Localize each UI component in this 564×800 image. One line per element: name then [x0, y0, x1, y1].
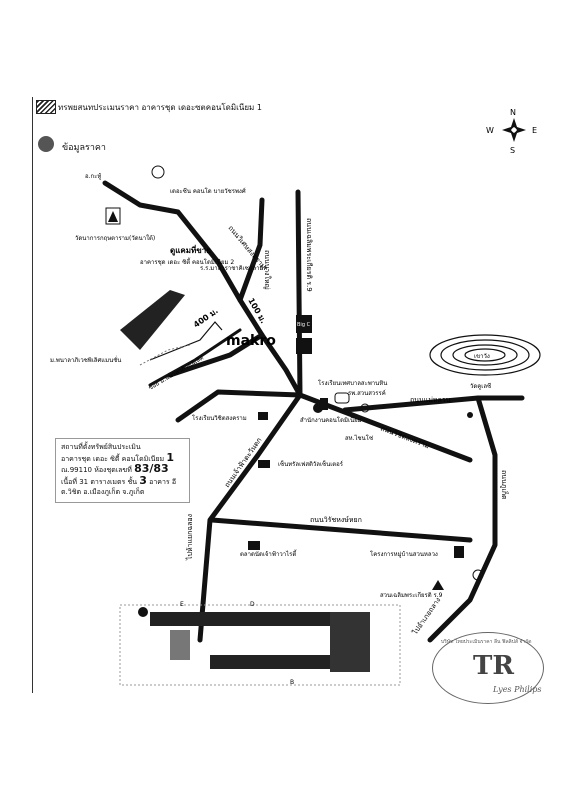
info-unit-number: 83/83	[134, 462, 169, 475]
info-line-4-text: เนื้อที่ 31 ตารางเมตร ชั้น	[61, 477, 138, 486]
soi-road	[148, 328, 242, 387]
section-label: ข้อมูลราคา	[62, 143, 106, 153]
info-line-5: ต.วิชิต อ.เมืองภูเก็ต จ.ภูเก็ต	[61, 488, 145, 496]
seal-logo: TR	[473, 651, 514, 681]
info-building-number: 1	[166, 450, 175, 464]
road-label-phuket: ถนนภูเก็ต	[500, 470, 509, 500]
place-market: ตลาดนัดเจ้าฟ้าวาไรตี้	[240, 548, 297, 558]
place-center: เซ็นทรัลเฟสติวัลเซ็นเตอร์	[278, 459, 344, 468]
village-outline	[139, 344, 191, 366]
place-wat: วัดคูเลซี	[470, 382, 491, 390]
seal-signature: Lyes Philips	[493, 685, 542, 694]
place-comparable-detail: อาคารชุด เดอะ ซิตี้ คอนโดมิเนียม 2	[140, 256, 234, 266]
road-network	[102, 180, 525, 643]
place-soi: ซอย ม.พนาลาภิวชพิเลิศ	[148, 354, 206, 391]
legend-title: ทรพยสนทประเมนราคา อาคารชุด เดอะซตคอนโดมิ…	[58, 103, 262, 112]
hospital-icon	[334, 392, 350, 404]
place-hospital: รพ.สวนสวรรค์	[348, 389, 386, 397]
road-thepkrasattri	[102, 180, 303, 398]
place-makro: makro	[226, 333, 276, 349]
road-label-to-chalong: ไปห้าแยกฉลอง	[185, 514, 194, 561]
road-label-ched-ma: ถนนเฉลิมพระเกียรติ ร.9	[305, 218, 313, 292]
project-icon	[454, 546, 464, 558]
compass-icon: N S E W	[486, 108, 537, 155]
temple-icon	[105, 207, 121, 225]
place-coop: สห.ไชนโซ่	[345, 434, 373, 442]
road-cross-segment	[175, 389, 303, 423]
comparable-building-block	[120, 290, 185, 350]
market-icon	[248, 541, 260, 550]
info-line-2-text: อาคารชุด เดอะ ซิตี้ คอนโดมิเนียม	[61, 454, 165, 463]
subject-building-icon	[320, 398, 328, 410]
seal-company: บริษัท ไทยประเมินราคา ลีน ฟิลลิปส์ จำกัด	[441, 639, 532, 645]
site-label-d: D	[250, 601, 255, 608]
place-mountain: เขาวัง	[474, 353, 490, 360]
tree-icon	[432, 580, 444, 590]
store-icon	[296, 338, 312, 354]
place-project: โครงการหมู่บ้านสวนหลวง	[370, 550, 438, 558]
school-icon	[258, 412, 268, 420]
place-factory: ร.ร.มาลาราชาคิเซสลามิค	[200, 265, 267, 272]
road-vichit-nok	[209, 517, 473, 543]
compass-s: S	[510, 146, 515, 155]
subject-info-box: สถานที่ตั้งทรัพย์สินประเมิน อาคารชุด เดอ…	[55, 438, 190, 503]
place-subject: สำนักงานคอนโดมิเนียม	[300, 416, 362, 424]
road-label-mae-luan: ถนนแม่หลวน	[410, 396, 451, 404]
site-plan: E D B	[119, 601, 401, 686]
info-line-2: อาคารชุด เดอะ ซิตี้ คอนโดมิเนียม 1	[61, 450, 184, 465]
info-line-3-text: ณ.99110 ห้องชุดเลขที่	[61, 466, 132, 474]
road-bangyai	[237, 197, 265, 303]
condo-marker-icon	[151, 165, 165, 179]
company-seal: บริษัท ไทยประเมินราคา ลีน ฟิลลิปส์ จำกัด…	[432, 632, 544, 704]
road-phang-nga	[197, 392, 303, 643]
info-line-3: ณ.99110 ห้องชุดเลขที่ 83/83	[61, 462, 184, 476]
road-label-bangyai: ถนนบางใหญ่	[263, 250, 272, 290]
document-frame	[32, 97, 543, 693]
road-label-phang-nga: ถนนเจ้าฟ้าตะวันตก	[223, 436, 263, 489]
info-line-4: เนื้อที่ 31 ตารางเมตร ชั้น 3 อาคาร อี	[61, 473, 184, 488]
place-wat-kathu: วัดนาการกฤษตาราม(วัดนาใต้)	[75, 234, 155, 242]
mountain-contour-icon	[429, 334, 541, 376]
road-wichit-songkhram	[297, 392, 473, 463]
road-east-segment	[167, 332, 265, 378]
center-icon	[258, 460, 270, 468]
road-ched-ma	[295, 189, 303, 398]
comparable-path	[149, 321, 223, 361]
site-label-b: B	[290, 679, 294, 686]
park-star-icon	[472, 569, 484, 581]
compass-e: E	[532, 126, 537, 135]
place-park: สวนเฉลิมพระเกียรติ ร.9	[380, 591, 443, 599]
info-floor-number: 3	[139, 473, 147, 487]
info-line-1: สถานที่ตั้งทรัพย์สินประเมิน	[61, 443, 141, 451]
big-c-icon	[296, 315, 312, 333]
place-the-sin-condo: เดอะซีน คอนโด บายวัชรพงศ์	[170, 187, 246, 195]
info-line-4-suffix: อาคาร อี	[149, 477, 177, 486]
place-kathu: อ.กะทู้	[85, 173, 101, 180]
place-comparable-label: ดูแคมที่ขาย	[170, 244, 211, 256]
road-label-vichit-nok: ถนนวิรัชหงษ์หยก	[310, 516, 362, 524]
distance-400: 400 ม.	[192, 306, 220, 329]
site-label-e: E	[180, 601, 184, 608]
road-phuket	[427, 395, 498, 643]
bank-icon	[360, 403, 370, 413]
compass-n: N	[510, 108, 516, 117]
site-marker-icon	[138, 607, 148, 617]
compass-w: W	[486, 126, 494, 135]
place-school-2: โรงเรียนวิชิตสงคราม	[192, 414, 247, 422]
place-village: ม.พนาลาภิเวชพิเลิศแมนชั่น	[50, 356, 121, 364]
wat-icon	[467, 412, 473, 418]
road-label-wichit-songkhram: ถนนวิชิตสงคราม	[379, 424, 430, 450]
place-big-c: Big C	[297, 322, 311, 328]
legend-hatch-swatch	[36, 100, 56, 114]
place-school-1: โรงเรียนเทศบาลสะพานหิน	[318, 379, 387, 387]
section-marker-icon	[38, 136, 54, 152]
